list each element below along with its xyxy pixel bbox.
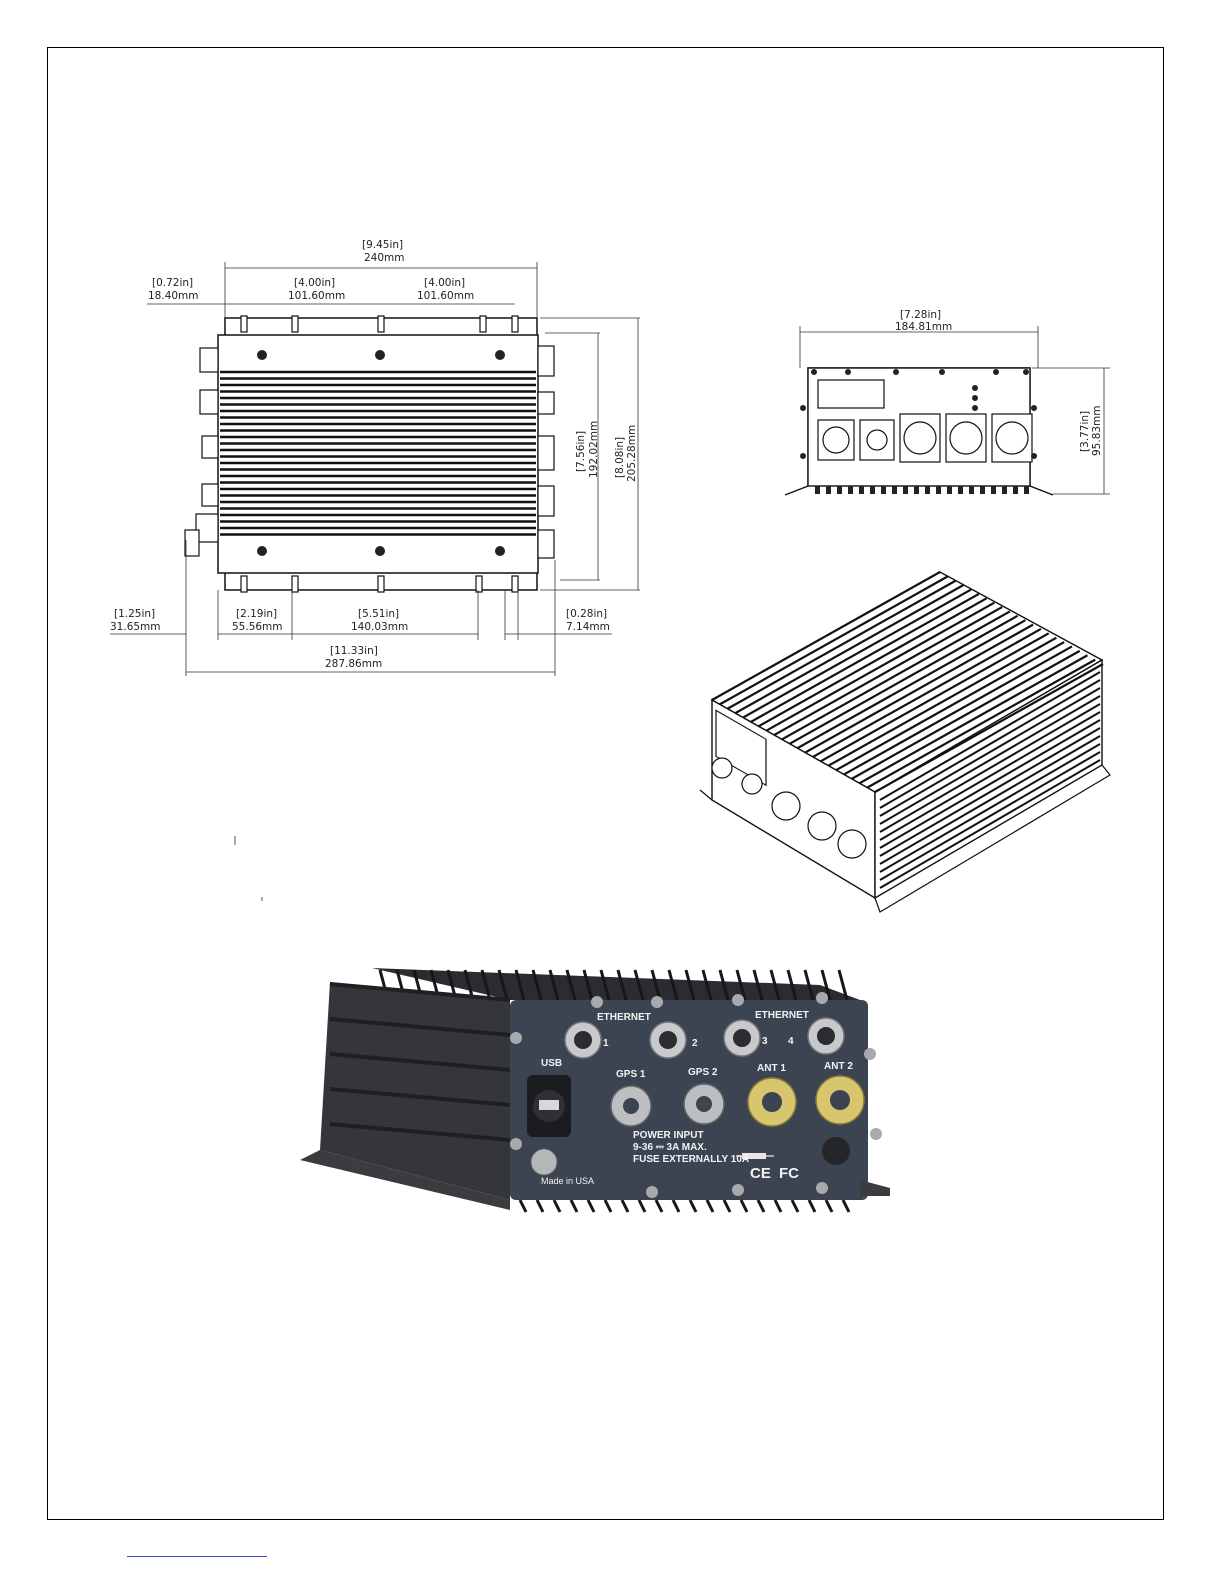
dim-b3-in: [0.28in] xyxy=(566,608,607,620)
dim-left-ext-mm: 31.65mm xyxy=(110,621,161,633)
label-gps2: GPS 2 xyxy=(688,1067,718,1078)
dim-front-width-in: [7.28in] xyxy=(900,309,941,321)
dim-pitch2-mm: 101.60mm xyxy=(417,290,474,302)
label-port-3: 3 xyxy=(762,1036,768,1047)
product-photo: ETHERNET ETHERNET 1 2 3 4 USB GPS 1 GPS … xyxy=(300,968,890,1213)
dim-inner-h-in: [7.56in] xyxy=(575,431,587,472)
label-power-input: POWER INPUT xyxy=(633,1130,704,1141)
front-view-drawing xyxy=(784,367,1054,496)
ce-mark: CE xyxy=(750,1165,771,1182)
label-power-rating: 9-36 ⎓ 3A MAX. xyxy=(633,1142,707,1153)
dim-b1-mm: 55.56mm xyxy=(232,621,283,633)
dim-b2-in: [5.51in] xyxy=(358,608,399,620)
dim-pitch1-in: [4.00in] xyxy=(294,277,335,289)
label-ethernet-right: ETHERNET xyxy=(755,1010,809,1021)
dim-pitch1-mm: 101.60mm xyxy=(288,290,345,302)
dim-outer-h-mm: 205.28mm xyxy=(626,425,638,482)
label-ethernet-left: ETHERNET xyxy=(597,1012,651,1023)
label-fuse: FUSE EXTERNALLY 10A xyxy=(633,1154,749,1165)
dim-total-in: [11.33in] xyxy=(330,645,378,657)
dim-outer-h-in: [8.08in] xyxy=(614,437,626,478)
top-view-dimension-lines xyxy=(110,262,640,676)
dim-inner-h-mm: 192.02mm xyxy=(588,421,600,478)
front-view-dimensions: [7.28in] 184.81mm [3.77in] 95.83mm xyxy=(895,309,1103,456)
label-port-1: 1 xyxy=(603,1038,609,1049)
label-port-2: 2 xyxy=(692,1038,698,1049)
label-usb: USB xyxy=(541,1058,562,1069)
dim-left-ext-in: [1.25in] xyxy=(114,608,155,620)
dim-width-in: [9.45in] xyxy=(362,239,403,251)
label-ant2: ANT 2 xyxy=(824,1061,853,1072)
top-view-drawing xyxy=(184,315,555,593)
fcc-mark: FC xyxy=(779,1165,799,1182)
label-gps1: GPS 1 xyxy=(616,1069,646,1080)
isometric-drawing xyxy=(699,571,1111,913)
front-view-dimension-lines xyxy=(799,326,1110,495)
label-made-in-usa: Made in USA xyxy=(541,1176,594,1186)
footer-link-underline[interactable] xyxy=(127,1556,267,1557)
dim-b3-mm: 7.14mm xyxy=(566,621,610,633)
dim-b1-in: [2.19in] xyxy=(236,608,277,620)
label-ant1: ANT 1 xyxy=(757,1063,786,1074)
dim-width-mm: 240mm xyxy=(364,252,405,264)
dim-offset-mm: 18.40mm xyxy=(148,290,199,302)
dim-front-width-mm: 184.81mm xyxy=(895,321,952,333)
dim-total-mm: 287.86mm xyxy=(325,658,382,670)
label-port-4: 4 xyxy=(788,1036,794,1047)
dim-front-height-in: [3.77in] xyxy=(1079,411,1091,452)
dim-b2-mm: 140.03mm xyxy=(351,621,408,633)
dim-front-height-mm: 95.83mm xyxy=(1091,405,1103,456)
dim-pitch2-in: [4.00in] xyxy=(424,277,465,289)
top-view-dimensions: [9.45in] 240mm [0.72in] 18.40mm [4.00in]… xyxy=(110,239,638,670)
dim-offset-in: [0.72in] xyxy=(152,277,193,289)
page-frame xyxy=(47,47,1164,1520)
